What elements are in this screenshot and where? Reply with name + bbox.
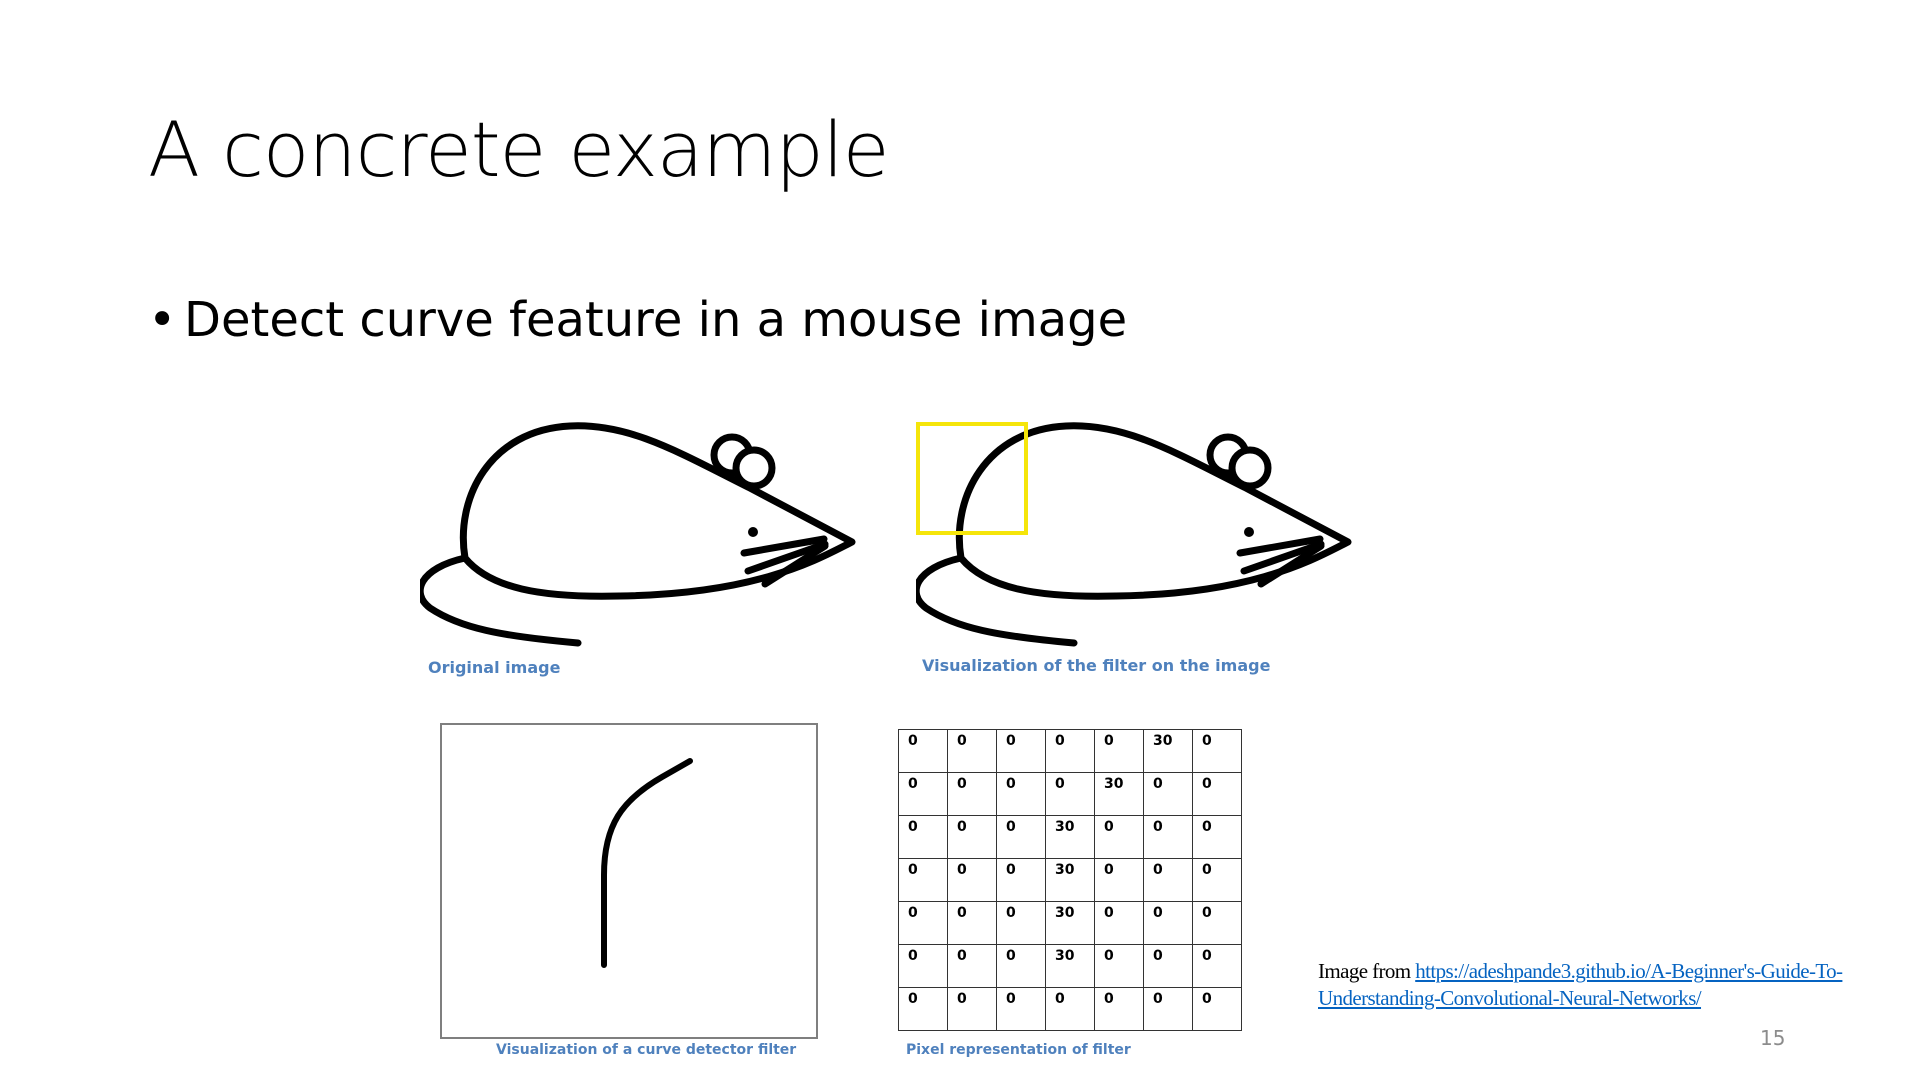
- filter-highlight-box: [916, 422, 1028, 535]
- grid-cell: 0: [996, 729, 1046, 773]
- grid-cell: 0: [1192, 901, 1242, 945]
- grid-cell: 0: [898, 944, 948, 988]
- mouse-image-original: [420, 422, 856, 647]
- grid-cell: 0: [1192, 987, 1242, 1031]
- grid-cell: 0: [1045, 772, 1095, 816]
- grid-cell: 0: [898, 858, 948, 902]
- grid-cell: 0: [1192, 944, 1242, 988]
- bullet-item: •Detect curve feature in a mouse image: [148, 296, 1127, 344]
- grid-cell: 0: [898, 901, 948, 945]
- grid-cell: 0: [947, 858, 997, 902]
- grid-cell: 0: [1143, 772, 1193, 816]
- grid-cell: 0: [1045, 987, 1095, 1031]
- page-number: 15: [1760, 1026, 1786, 1050]
- grid-cell: 0: [1192, 815, 1242, 859]
- grid-cell: 0: [1143, 815, 1193, 859]
- grid-cell: 0: [1094, 815, 1144, 859]
- caption-curve-filter: Visualization of a curve detector filter: [496, 1042, 797, 1058]
- grid-cell: 0: [898, 815, 948, 859]
- grid-cell: 30: [1045, 901, 1095, 945]
- grid-cell: 0: [1094, 858, 1144, 902]
- caption-filter-on-image: Visualization of the filter on the image: [922, 656, 1271, 675]
- grid-cell: 0: [1192, 772, 1242, 816]
- grid-cell: 0: [1192, 729, 1242, 773]
- grid-cell: 0: [996, 901, 1046, 945]
- grid-cell: 0: [947, 772, 997, 816]
- credit-prefix: Image from: [1318, 959, 1416, 983]
- caption-original-image: Original image: [428, 658, 561, 677]
- grid-cell: 0: [996, 815, 1046, 859]
- grid-cell: 0: [1143, 901, 1193, 945]
- grid-cell: 0: [996, 944, 1046, 988]
- grid-cell: 0: [898, 729, 948, 773]
- grid-cell: 0: [1094, 987, 1144, 1031]
- grid-cell: 30: [1143, 729, 1193, 773]
- grid-cell: 0: [1192, 858, 1242, 902]
- credit-link[interactable]: https://adeshpande3.github.io/A-Beginner…: [1318, 959, 1843, 1010]
- slide-title: A concrete example: [148, 105, 890, 194]
- grid-cell: 0: [996, 772, 1046, 816]
- curve-filter-drawing: [601, 758, 693, 968]
- grid-cell: 30: [1045, 944, 1095, 988]
- caption-pixel-representation: Pixel representation of filter: [906, 1042, 1131, 1058]
- grid-cell: 0: [898, 987, 948, 1031]
- grid-cell: 0: [947, 729, 997, 773]
- grid-cell: 0: [1094, 729, 1144, 773]
- grid-cell: 0: [996, 987, 1046, 1031]
- grid-cell: 30: [1094, 772, 1144, 816]
- bullet-text: Detect curve feature in a mouse image: [184, 292, 1128, 348]
- grid-cell: 30: [1045, 858, 1095, 902]
- grid-cell: 0: [898, 772, 948, 816]
- grid-cell: 0: [1143, 987, 1193, 1031]
- image-credit: Image from https://adeshpande3.github.io…: [1318, 958, 1908, 1012]
- grid-cell: 0: [947, 944, 997, 988]
- grid-cell: 0: [1045, 729, 1095, 773]
- grid-cell: 0: [947, 987, 997, 1031]
- grid-cell: 0: [1094, 944, 1144, 988]
- grid-cell: 0: [996, 858, 1046, 902]
- grid-cell: 0: [947, 901, 997, 945]
- grid-cell: 30: [1045, 815, 1095, 859]
- mouse-image-with-filter: [916, 422, 1352, 647]
- bullet-icon: •: [148, 292, 177, 348]
- curve-filter-image: [440, 723, 818, 1039]
- grid-cell: 0: [1143, 944, 1193, 988]
- grid-cell: 0: [947, 815, 997, 859]
- grid-cell: 0: [1094, 901, 1144, 945]
- grid-cell: 0: [1143, 858, 1193, 902]
